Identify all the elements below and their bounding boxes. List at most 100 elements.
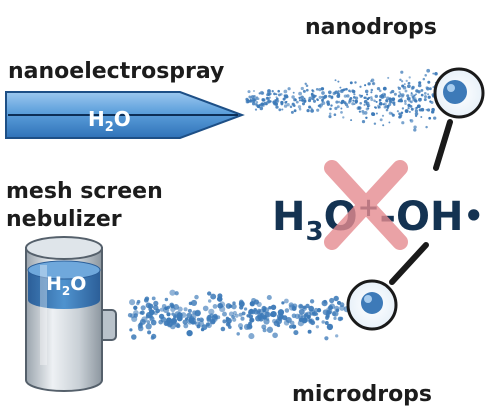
- droplet: [342, 116, 345, 119]
- droplet: [420, 116, 423, 118]
- droplet: [153, 300, 159, 307]
- droplet: [364, 89, 369, 94]
- droplet: [386, 107, 389, 110]
- droplet: [428, 87, 432, 91]
- droplet: [428, 116, 432, 120]
- droplet: [219, 306, 226, 313]
- droplet: [427, 93, 430, 96]
- droplet: [366, 93, 369, 96]
- droplet: [252, 98, 257, 102]
- droplet: [306, 108, 310, 113]
- droplet: [433, 116, 437, 120]
- droplet: [285, 95, 289, 99]
- droplet: [283, 104, 288, 108]
- mesh-nebulizer: H2O: [25, 236, 117, 392]
- droplet: [328, 305, 333, 311]
- droplet: [372, 82, 375, 85]
- droplet: [375, 112, 378, 115]
- droplet: [261, 91, 265, 95]
- droplet: [231, 315, 235, 319]
- droplet: [222, 311, 227, 317]
- droplet: [308, 106, 311, 109]
- svg-text:H2O: H2O: [88, 107, 131, 135]
- droplet: [145, 312, 152, 318]
- droplet: [254, 108, 258, 111]
- droplet: [364, 84, 367, 87]
- droplet: [389, 100, 392, 103]
- droplet: [326, 310, 332, 315]
- droplet: [228, 304, 233, 308]
- droplet: [208, 308, 215, 315]
- droplet: [376, 86, 381, 91]
- droplet: [153, 304, 159, 311]
- droplet: [300, 86, 304, 91]
- droplet: [133, 305, 138, 310]
- droplet: [383, 105, 387, 109]
- droplet: [284, 101, 288, 104]
- droplet: [301, 98, 304, 102]
- droplet: [139, 311, 143, 315]
- magnifier-nanodrops-icon: [433, 67, 485, 171]
- droplet: [301, 102, 306, 106]
- droplet: [378, 101, 383, 106]
- droplet: [325, 315, 329, 320]
- droplet: [283, 95, 286, 97]
- droplet: [396, 110, 399, 113]
- droplet: [276, 313, 284, 320]
- droplet: [365, 103, 369, 106]
- droplet: [258, 103, 262, 107]
- droplet: [346, 94, 350, 98]
- droplet: [315, 88, 319, 91]
- droplet: [340, 101, 344, 105]
- droplet: [200, 327, 205, 332]
- droplet: [131, 334, 137, 340]
- droplet: [343, 94, 348, 98]
- droplet: [434, 72, 438, 76]
- droplet: [321, 95, 325, 99]
- droplet: [275, 99, 280, 103]
- droplet: [268, 96, 271, 99]
- droplet: [272, 332, 278, 339]
- droplet: [278, 108, 282, 112]
- droplet: [367, 107, 370, 110]
- droplet: [417, 83, 422, 88]
- droplet: [363, 99, 368, 104]
- droplet: [220, 326, 226, 332]
- droplet: [186, 329, 193, 337]
- droplet: [377, 106, 380, 109]
- droplet: [340, 107, 343, 110]
- droplet: [291, 95, 295, 99]
- droplet: [172, 315, 177, 319]
- droplet: [222, 319, 227, 324]
- droplet: [194, 294, 199, 300]
- droplet: [212, 304, 218, 309]
- droplet: [418, 108, 422, 112]
- droplet: [147, 303, 154, 309]
- droplet: [385, 99, 389, 103]
- droplet: [330, 95, 334, 99]
- droplet: [367, 82, 371, 86]
- droplet: [363, 103, 366, 106]
- droplet: [291, 313, 297, 319]
- droplet: [241, 311, 246, 316]
- droplet: [399, 78, 402, 81]
- droplet: [333, 295, 339, 302]
- droplet: [415, 89, 419, 93]
- droplet: [253, 90, 255, 92]
- droplet: [367, 104, 371, 108]
- droplet: [358, 110, 362, 113]
- droplet: [159, 307, 164, 312]
- droplet: [255, 100, 259, 104]
- droplet: [335, 100, 339, 104]
- droplet: [349, 96, 353, 100]
- droplet: [362, 112, 365, 115]
- droplet: [140, 305, 146, 311]
- droplet: [423, 92, 427, 95]
- droplet: [382, 103, 385, 106]
- droplet: [286, 103, 290, 107]
- droplet: [255, 103, 258, 106]
- droplet: [432, 86, 435, 89]
- droplet: [399, 115, 402, 119]
- droplet: [426, 108, 431, 112]
- nanodrops-label: nanodrops: [305, 15, 437, 40]
